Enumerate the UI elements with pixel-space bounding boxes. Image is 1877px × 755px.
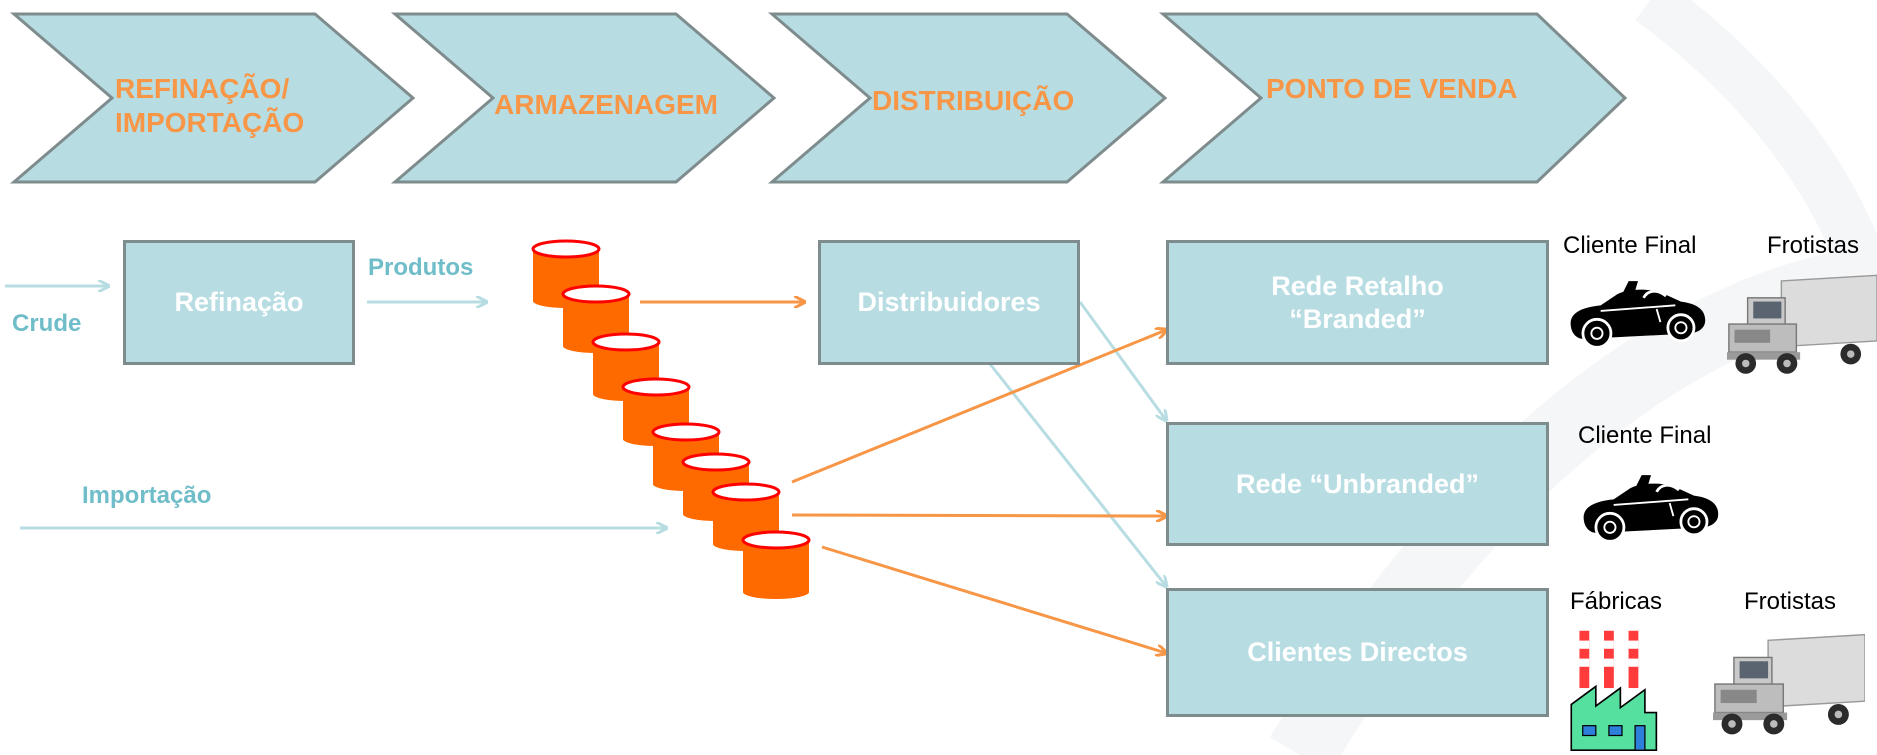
crude-label: Crude xyxy=(12,310,82,337)
customer-label-cliente-final: Cliente Final xyxy=(1563,232,1697,259)
storage-tank-icon xyxy=(741,530,811,600)
customer-label-fabricas: Fábricas xyxy=(1570,588,1663,615)
stage-chevron-refinacao xyxy=(9,12,416,184)
output-flow-arrows xyxy=(640,302,1166,653)
customer-label-cliente-final: Cliente Final xyxy=(1578,422,1712,449)
rede-retalho-box: Rede Retalho “Branded” xyxy=(1166,240,1549,365)
importacao-label: Importação xyxy=(82,482,212,509)
input-flow-arrows xyxy=(5,286,1166,586)
customer-label-frotistas: Frotistas xyxy=(1767,232,1860,259)
refinacao-label: Refinação xyxy=(174,287,304,317)
stage-label-line: REFINAÇÃO/ xyxy=(115,73,290,104)
tanks-to-directos-arrow xyxy=(821,545,1166,653)
clientes-directos-box: Clientes Directos xyxy=(1166,588,1549,717)
rede-retalho-label: Rede Retalho xyxy=(1271,270,1444,301)
distribuidores-to-unbranded-arrow xyxy=(1078,301,1166,420)
storage-tanks xyxy=(531,239,811,600)
tanks-to-unbranded-arrow xyxy=(791,515,1166,516)
distribuidores-to-directos-arrow xyxy=(988,363,1166,586)
stage-label-line: IMPORTAÇÃO xyxy=(115,107,305,138)
pickup-truck-icon xyxy=(1713,633,1865,736)
stage-label-refinacao-importacao: REFINAÇÃO/ IMPORTAÇÃO xyxy=(115,72,304,140)
stage-chevron-ponto-de-venda xyxy=(1158,12,1628,184)
customer-label-frotistas: Frotistas xyxy=(1744,588,1837,615)
stage-chevron-distribuicao xyxy=(767,12,1168,184)
refinacao-box: Refinação xyxy=(123,240,355,365)
rede-unbranded-box: Rede “Unbranded” xyxy=(1166,422,1549,546)
rede-retalho-label-branded: “Branded” xyxy=(1289,303,1426,334)
factory-icon xyxy=(1570,629,1658,752)
distribuidores-box: Distribuidores xyxy=(818,240,1080,365)
stage-label-distribuicao: DISTRIBUIÇÃO xyxy=(872,85,1075,116)
rede-unbranded-label: Rede “Unbranded” xyxy=(1235,468,1480,499)
clientes-directos-label: Clientes Directos xyxy=(1247,637,1468,667)
stage-label-armazenagem: ARMAZENAGEM xyxy=(494,89,718,120)
stage-label-ponto-de-venda: PONTO DE VENDA xyxy=(1266,73,1518,104)
produtos-label: Produtos xyxy=(368,254,474,281)
tanks-to-retalho-arrow xyxy=(791,330,1166,484)
stage-chevrons xyxy=(9,12,1628,184)
stage-chevron-armazenagem xyxy=(390,12,777,184)
convertible-car-icon xyxy=(1582,473,1720,543)
distribuidores-label: Distribuidores xyxy=(857,287,1041,317)
